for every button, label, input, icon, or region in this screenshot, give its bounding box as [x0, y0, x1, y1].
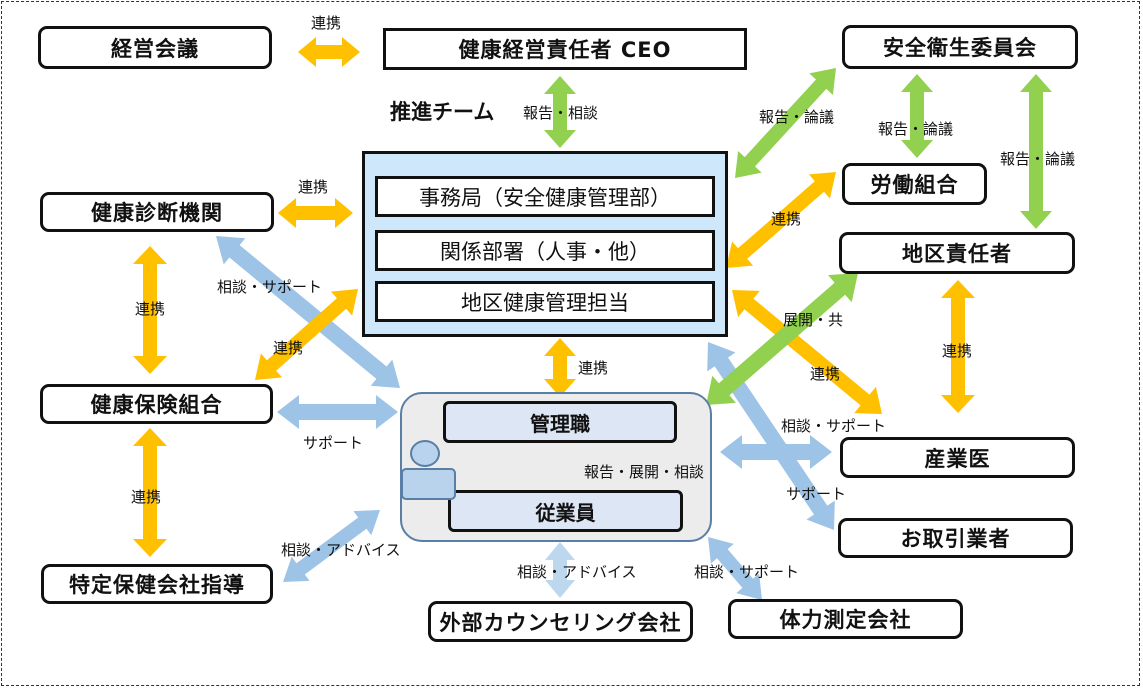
node-safety-committee: 安全衛生委員会	[842, 25, 1078, 69]
arrow-district-staff	[706, 273, 858, 405]
arrow-insurance-team	[255, 289, 358, 380]
label-team-physician: 連携	[810, 365, 841, 383]
node-district-manager: 地区責任者	[839, 232, 1075, 274]
arrow-safety-union	[901, 74, 933, 158]
node-board-meeting: 経営会議	[38, 26, 272, 69]
person-icon	[410, 440, 440, 467]
arrow-safety-district	[1020, 74, 1052, 229]
arrow-insurance-staff	[277, 395, 398, 429]
label-district-physician: 連携	[942, 342, 973, 360]
arrow-district-physician	[941, 280, 975, 413]
arrow-checkup-staff	[216, 236, 400, 388]
person-icon-body	[401, 468, 456, 500]
promotion-team-box: 事務局（安全健康管理部） 関係部署（人事・他） 地区健康管理担当	[362, 151, 728, 337]
label-safety-union: 報告・論議	[878, 120, 954, 138]
node-labor-union: 労働組合	[842, 163, 987, 205]
label-team-safety: 報告・論議	[759, 108, 835, 126]
arrow-ceo-team	[544, 76, 576, 148]
node-business-partners: お取引業者	[838, 518, 1073, 558]
arrow-team-physician	[732, 290, 882, 414]
label-insurance-staff: サポート	[303, 434, 364, 452]
label-ceo-team: 報告・相談	[523, 104, 599, 122]
staff-row-manager: 管理職	[443, 401, 677, 443]
node-fitness-company: 体力測定会社	[728, 599, 963, 639]
arrow-checkup-team	[278, 198, 353, 228]
node-health-insurance-union: 健康保険組合	[40, 384, 273, 424]
label-district-staff: 展開・共	[783, 311, 844, 329]
arrow-staff-physician	[720, 435, 832, 469]
arrow-fitness-staff	[708, 537, 762, 600]
label-counseling-staff: 相談・アドバイス	[517, 563, 637, 581]
label-insurance-team: 連携	[273, 339, 304, 357]
label-team-partners: サポート	[786, 485, 847, 503]
promotion-team-title: 推進チーム	[390, 100, 495, 124]
team-row-related-departments: 関係部署（人事・他）	[375, 230, 715, 271]
label-safety-district: 報告・論議	[1000, 150, 1076, 168]
node-health-checkup-org: 健康診断機関	[40, 192, 274, 232]
team-row-district-health: 地区健康管理担当	[375, 281, 715, 322]
arrow-checkup-insurance	[133, 246, 167, 374]
arrow-guidance-staff	[283, 510, 380, 582]
arrow-team-union	[726, 172, 836, 268]
arrow-board-ceo	[298, 37, 360, 67]
label-checkup-team: 連携	[298, 178, 329, 196]
arrow-insurance-guidance	[133, 428, 167, 557]
team-row-secretariat: 事務局（安全健康管理部）	[375, 176, 715, 217]
node-specific-health-guidance: 特定保健会社指導	[41, 564, 273, 604]
arrow-team-safety	[735, 68, 836, 178]
label-team-union: 連携	[771, 210, 802, 228]
arrow-team-partners	[707, 342, 835, 530]
label-guidance-staff: 相談・アドバイス	[281, 541, 401, 559]
node-industrial-physician: 産業医	[840, 437, 1075, 478]
label-team-staff: 連携	[578, 359, 609, 377]
node-counseling-company: 外部カウンセリング会社	[428, 601, 693, 642]
arrow-counseling-staff	[545, 542, 575, 598]
label-fitness-staff: 相談・サポート	[694, 563, 800, 581]
label-insurance-guidance: 連携	[131, 488, 162, 506]
label-staff-physician: 相談・サポート	[781, 417, 887, 435]
label-board-ceo: 連携	[311, 14, 342, 32]
label-checkup-staff: 相談・サポート	[217, 278, 323, 296]
node-ceo: 健康経営責任者 CEO	[383, 28, 747, 70]
label-manager-employee: 報告・展開・相談	[584, 463, 705, 481]
arrow-team-staff	[544, 338, 576, 397]
staff-row-employee: 従業員	[448, 490, 683, 532]
label-checkup-insurance: 連携	[135, 300, 166, 318]
